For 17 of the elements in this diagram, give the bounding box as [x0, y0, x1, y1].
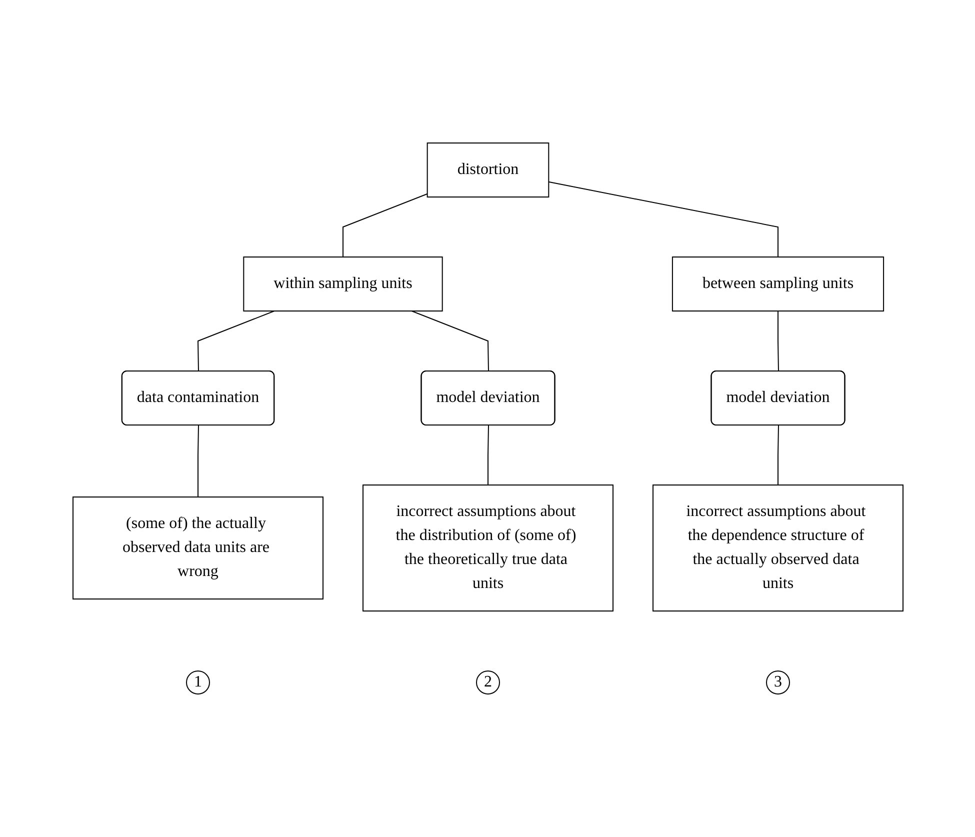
node-box: between sampling units	[671, 256, 884, 312]
node-box: within sampling units	[242, 256, 442, 312]
node-box: distortion	[426, 142, 549, 198]
connector	[548, 181, 778, 258]
node-box: (some of) the actually observed data units are wrong	[72, 496, 323, 600]
node-circle: 3	[766, 670, 790, 694]
connector	[410, 310, 488, 372]
connector	[197, 424, 198, 498]
connector	[487, 424, 488, 486]
connector	[197, 310, 274, 372]
node-circle: 1	[186, 670, 210, 694]
connector	[777, 424, 778, 486]
connector	[342, 193, 428, 258]
node-box: incorrect assumptions about the dependence structure of the actually observed data units	[652, 484, 903, 612]
node-box: incorrect assumptions about the distribution of (some of) the theoretically true data units	[362, 484, 613, 612]
connector	[777, 310, 778, 372]
node-circle: 2	[476, 670, 500, 694]
